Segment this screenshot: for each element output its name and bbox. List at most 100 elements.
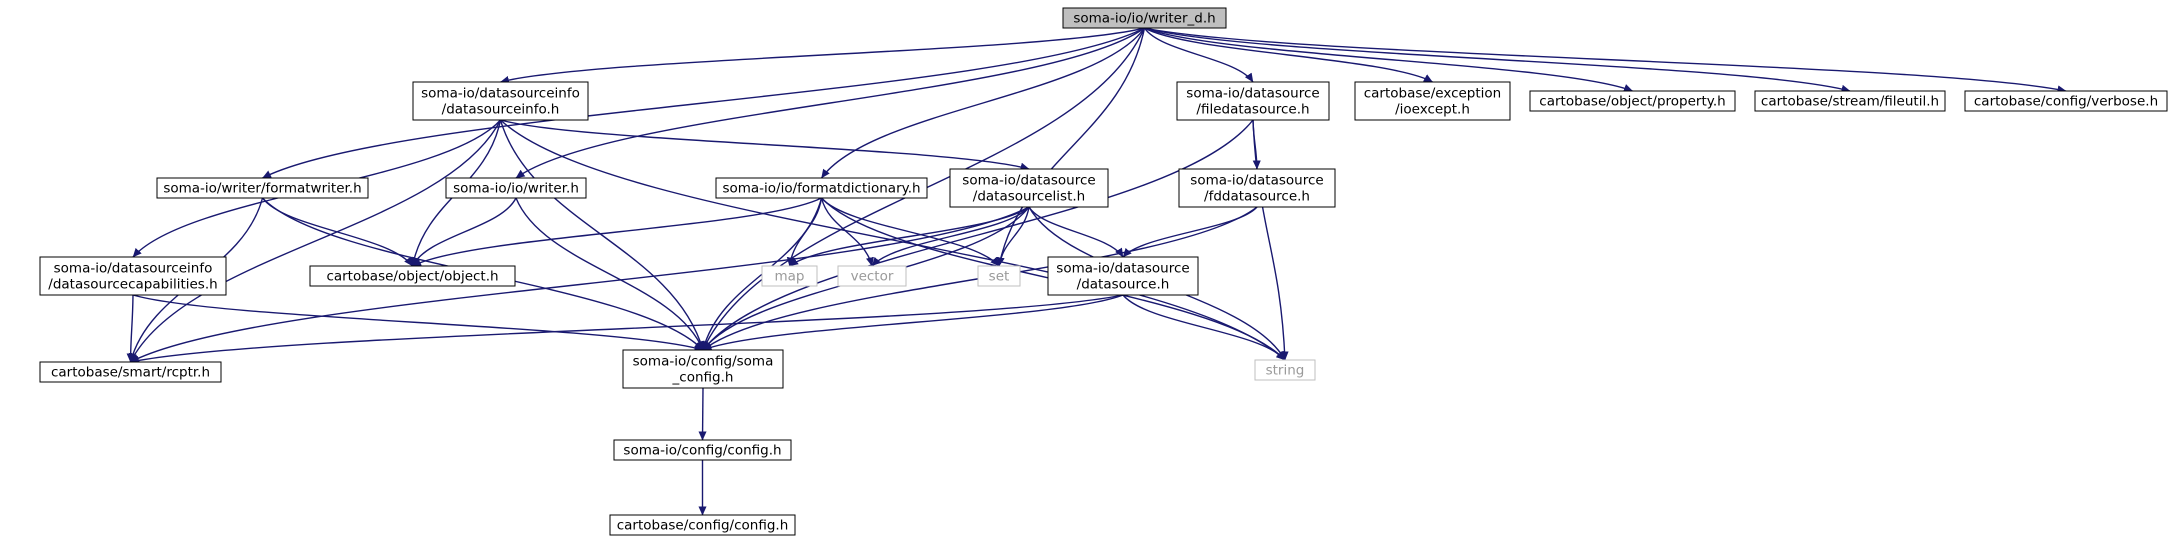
node-fileds[interactable]: soma-io/datasource/filedatasource.h: [1176, 81, 1330, 121]
node-box-property: [1529, 90, 1736, 112]
edge-formatdict-to-object: [412, 197, 822, 267]
node-label-datasource-0: soma-io/datasource: [1056, 261, 1189, 277]
edge-root-to-formatwriter: [262, 27, 1145, 179]
node-somaconfig[interactable]: soma-io/config/soma_config.h: [622, 349, 784, 389]
node-label-ioexcept-0: cartobase/exception: [1364, 86, 1502, 102]
node-map: map: [761, 265, 818, 287]
node-label-vector-0: vector: [851, 269, 894, 285]
node-label-dslist-1: /datasourcelist.h: [973, 189, 1085, 205]
node-set: set: [977, 265, 1021, 287]
edge-dslist-to-set: [996, 206, 1030, 267]
edge-root-to-ioexcept: [1144, 27, 1433, 83]
node-label-fileutil-0: cartobase/stream/fileutil.h: [1761, 94, 1939, 110]
edge-dsinfo-to-dslist: [500, 119, 1030, 171]
node-box-vector: [837, 265, 907, 287]
node-box-somaconfig: [622, 349, 784, 389]
node-box-fileutil: [1754, 90, 1946, 112]
edge-dscap-to-somaconfig: [132, 294, 704, 352]
node-formatwriter[interactable]: soma-io/writer/formatwriter.h: [156, 177, 369, 199]
node-object[interactable]: cartobase/object/object.h: [309, 265, 516, 287]
node-label-somaconfig-0: soma-io/config/soma: [633, 354, 774, 370]
edge-datasource-to-rcptr: [130, 294, 1124, 365]
node-label-fileds-1: /filedatasource.h: [1196, 102, 1309, 118]
edge-root-to-formatdict: [820, 27, 1146, 179]
node-ioexcept[interactable]: cartobase/exception/ioexcept.h: [1354, 81, 1511, 121]
node-formatdict[interactable]: soma-io/io/formatdictionary.h: [715, 177, 928, 199]
edge-dsinfo-to-string: [500, 119, 1286, 361]
node-label-root-0: soma-io/io/writer_d.h: [1073, 11, 1215, 27]
edge-writer-to-object: [411, 197, 517, 267]
node-label-set-0: set: [989, 269, 1010, 285]
node-box-dscap: [39, 256, 227, 296]
node-box-object: [309, 265, 516, 287]
node-label-dscap-0: soma-io/datasourceinfo: [54, 261, 213, 277]
node-label-ioexcept-1: /ioexcept.h: [1395, 102, 1470, 118]
node-config[interactable]: soma-io/config/config.h: [613, 439, 792, 461]
node-box-map: [761, 265, 818, 287]
edge-formatdict-to-set: [820, 197, 1000, 267]
edge-root-to-set: [996, 27, 1146, 267]
node-box-datasource: [1047, 256, 1199, 296]
edge-root-to-property: [1144, 27, 1633, 92]
node-writer[interactable]: soma-io/io/writer.h: [445, 177, 587, 199]
node-box-formatwriter: [156, 177, 369, 199]
node-label-rcptr-0: cartobase/smart/rcptr.h: [51, 365, 210, 381]
node-cbconfig[interactable]: cartobase/config/config.h: [609, 514, 796, 536]
edge-somaconfig-to-config: [698, 387, 707, 441]
node-box-string: [1254, 359, 1316, 381]
edge-datasource-to-string: [1122, 294, 1286, 361]
node-rcptr[interactable]: cartobase/smart/rcptr.h: [39, 361, 222, 383]
edge-dscap-to-rcptr: [126, 294, 135, 363]
node-vector: vector: [837, 265, 907, 287]
edge-root-to-fileds: [1143, 27, 1254, 83]
edge-fileds-to-string: [1252, 119, 1289, 361]
node-label-dsinfo-1: /datasourceinfo.h: [442, 102, 560, 118]
node-label-formatdict-0: soma-io/io/formatdictionary.h: [722, 181, 920, 197]
edge-dsinfo-to-rcptr: [129, 119, 502, 363]
node-box-formatdict: [715, 177, 928, 199]
node-string: string: [1254, 359, 1316, 381]
node-label-datasource-1: /datasource.h: [1077, 277, 1170, 293]
node-box-set: [977, 265, 1021, 287]
node-fdds[interactable]: soma-io/datasource/fddatasource.h: [1178, 168, 1336, 208]
node-verbose[interactable]: cartobase/config/verbose.h: [1964, 90, 2168, 112]
node-box-writer: [445, 177, 587, 199]
node-fileutil[interactable]: cartobase/stream/fileutil.h: [1754, 90, 1946, 112]
node-dsinfo[interactable]: soma-io/datasourceinfo/datasourceinfo.h: [412, 81, 589, 121]
node-label-object-0: cartobase/object/object.h: [326, 269, 498, 285]
node-label-dscap-1: /datasourcecapabilities.h: [48, 277, 217, 293]
node-dscap[interactable]: soma-io/datasourceinfo/datasourcecapabil…: [39, 256, 227, 296]
node-dslist[interactable]: soma-io/datasource/datasourcelist.h: [949, 168, 1109, 208]
node-property[interactable]: cartobase/object/property.h: [1529, 90, 1736, 112]
node-label-formatwriter-0: soma-io/writer/formatwriter.h: [163, 181, 361, 197]
edge-fdds-to-datasource: [1122, 206, 1258, 258]
edge-dslist-to-vector: [871, 206, 1030, 267]
node-label-verbose-0: cartobase/config/verbose.h: [1974, 94, 2158, 110]
edge-fileds-to-somaconfig: [702, 119, 1254, 351]
node-box-fileds: [1176, 81, 1330, 121]
node-label-map-0: map: [775, 269, 805, 285]
node-box-rcptr: [39, 361, 222, 383]
node-datasource[interactable]: soma-io/datasource/datasource.h: [1047, 256, 1199, 296]
edge-root-to-fileutil: [1144, 27, 1851, 93]
node-box-root: [1062, 7, 1227, 29]
node-box-dsinfo: [412, 81, 589, 121]
node-label-fileds-0: soma-io/datasource: [1186, 86, 1319, 102]
node-label-dsinfo-0: soma-io/datasourceinfo: [421, 86, 580, 102]
node-label-fdds-0: soma-io/datasource: [1190, 173, 1323, 189]
node-label-fdds-1: /fddatasource.h: [1204, 189, 1310, 205]
node-box-fdds: [1178, 168, 1336, 208]
edge-dsinfo-to-somaconfig: [499, 119, 705, 351]
node-label-dslist-0: soma-io/datasource: [962, 173, 1095, 189]
edge-root-to-dsinfo: [500, 27, 1145, 84]
node-box-config: [613, 439, 792, 461]
node-box-cbconfig: [609, 514, 796, 536]
node-label-property-0: cartobase/object/property.h: [1539, 94, 1725, 110]
edge-dslist-to-rcptr: [130, 206, 1030, 363]
node-root[interactable]: soma-io/io/writer_d.h: [1062, 7, 1227, 29]
node-label-config-0: soma-io/config/config.h: [623, 443, 781, 459]
node-box-verbose: [1964, 90, 2168, 112]
edge-root-to-writer: [515, 27, 1145, 179]
node-label-cbconfig-0: cartobase/config/config.h: [617, 518, 789, 534]
